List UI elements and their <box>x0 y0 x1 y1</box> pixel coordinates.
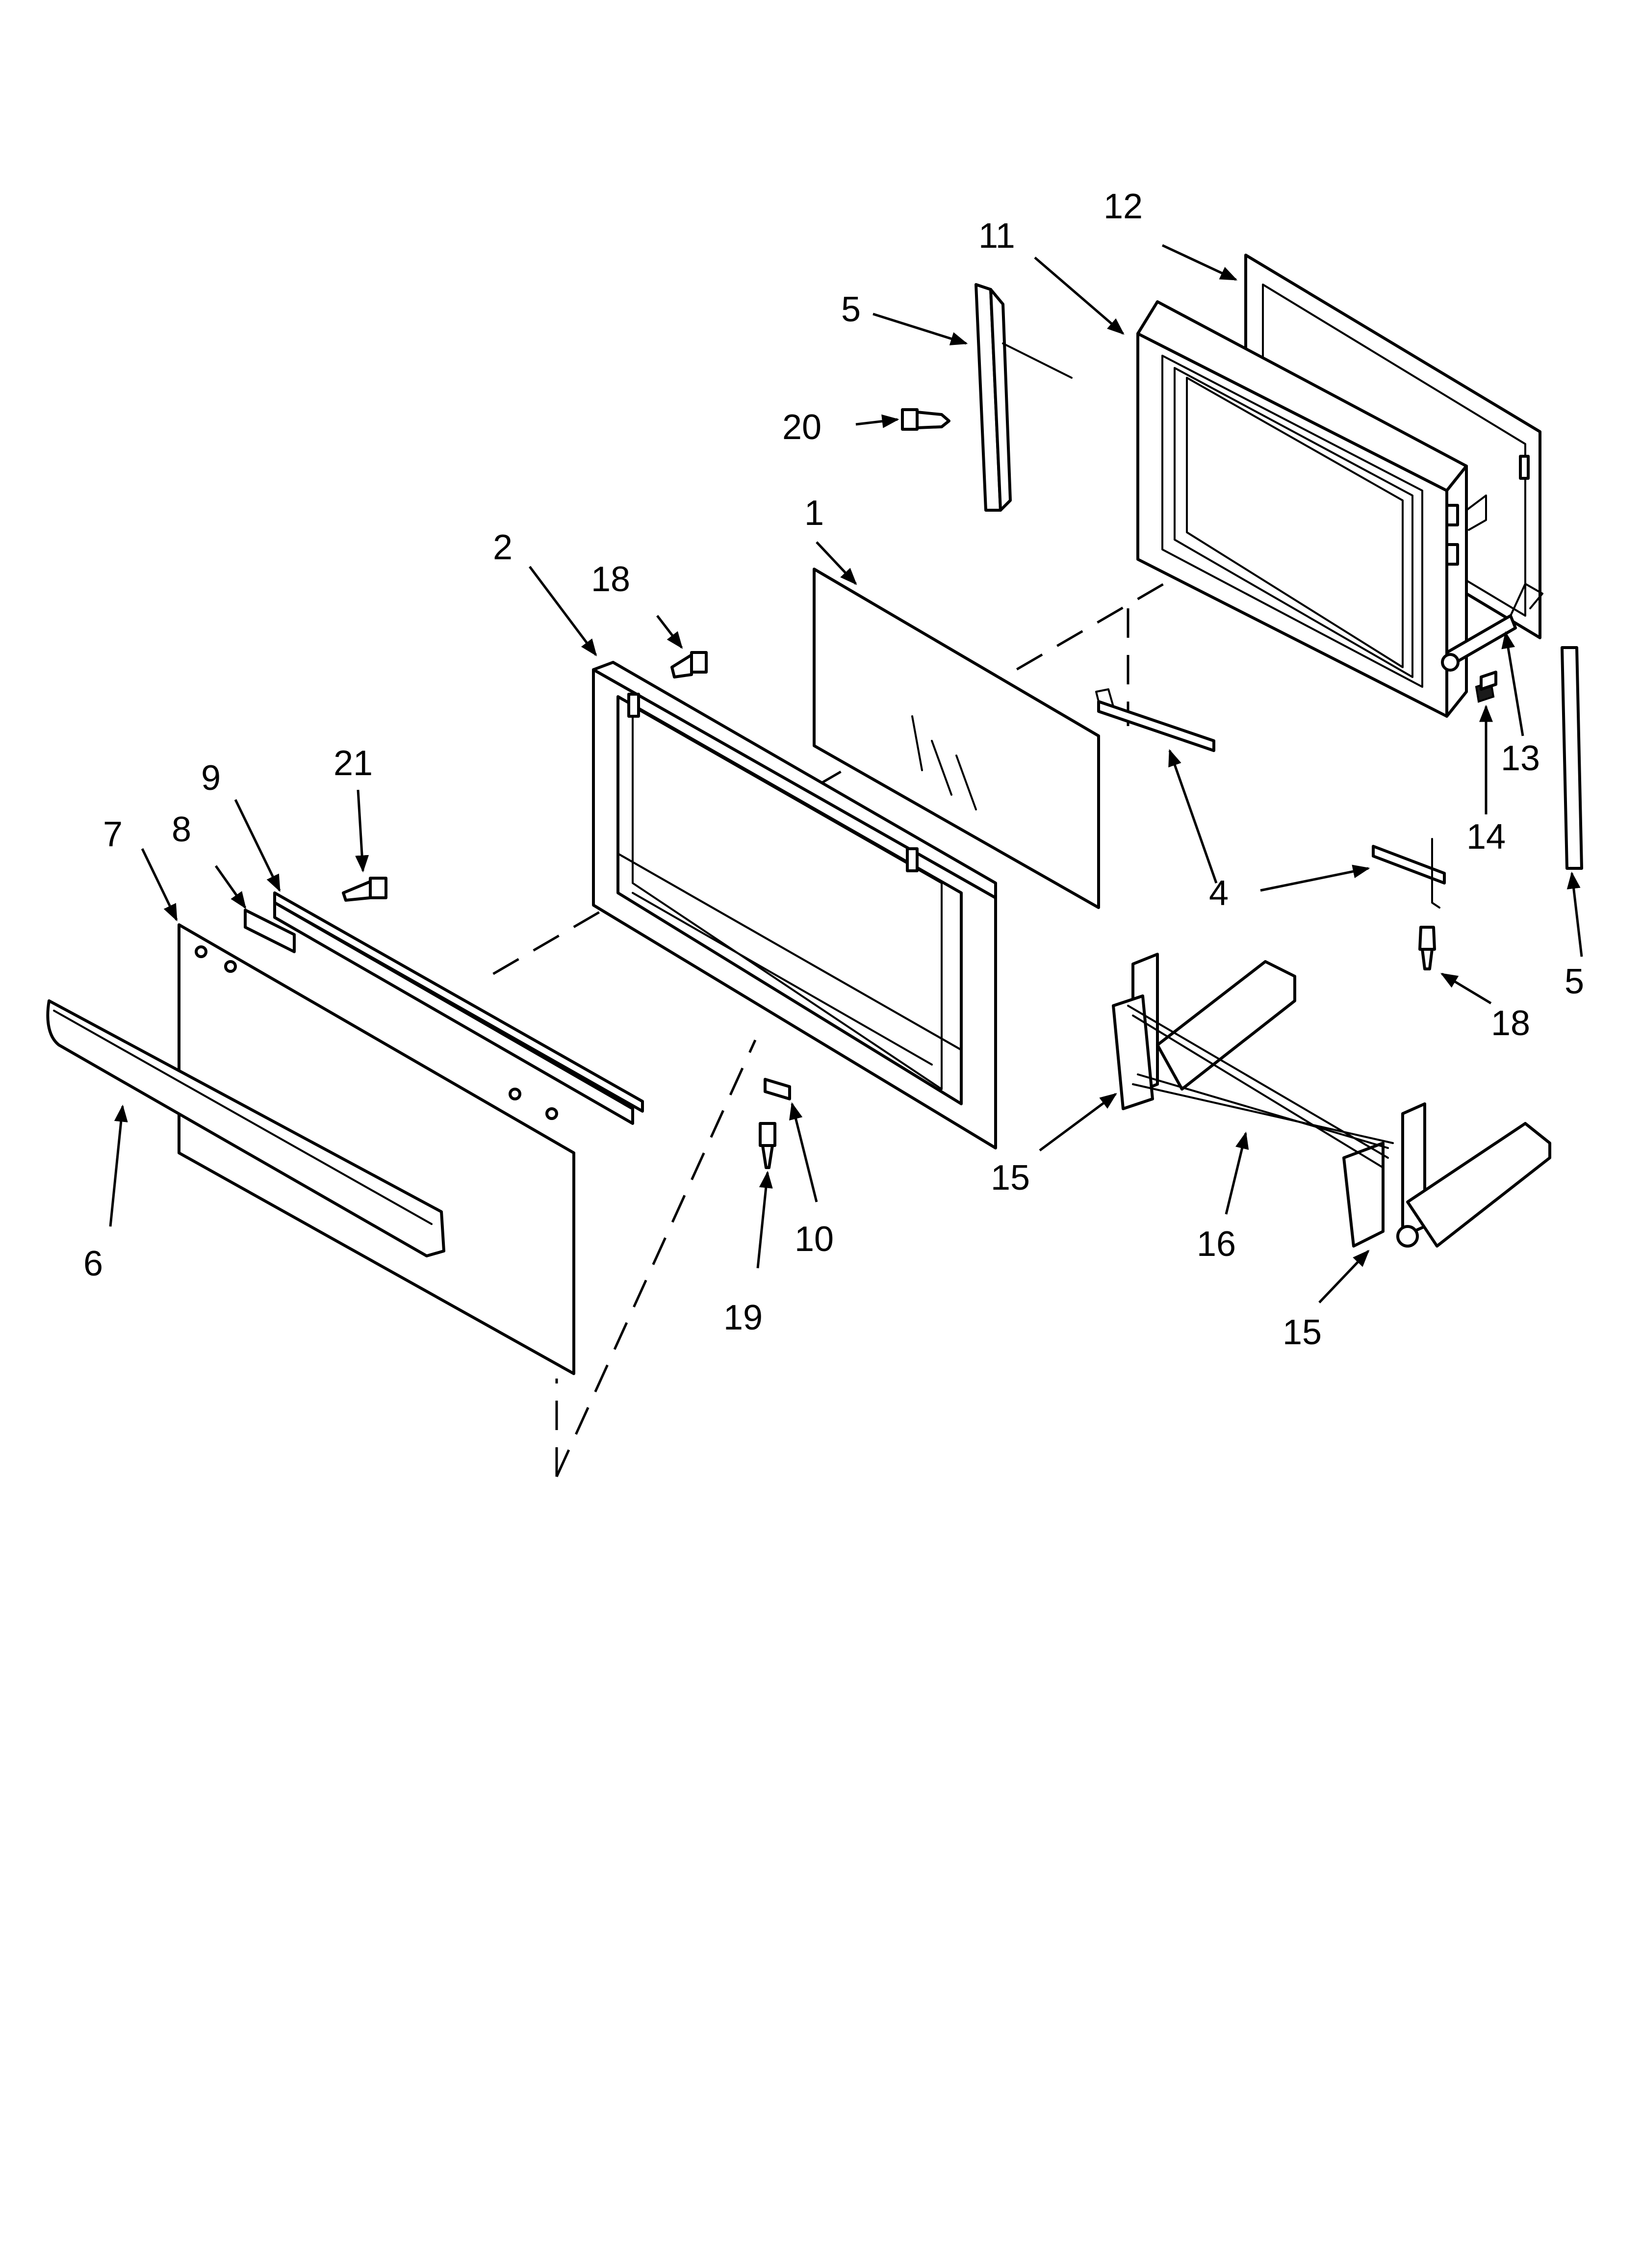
part-4-hinge-bracket-top <box>1095 688 1215 752</box>
callout-18-bottom: 18 <box>1491 1004 1530 1043</box>
part-15-hinge-right <box>1342 1102 1551 1248</box>
callout-19: 19 <box>723 1298 763 1337</box>
part-14-hinge-screw <box>1475 671 1497 703</box>
part-6-door-handle <box>46 999 445 1257</box>
part-5-side-trim-right <box>1561 646 1583 870</box>
callout-15-right: 15 <box>1283 1313 1322 1352</box>
callout-13: 13 <box>1501 739 1540 778</box>
callout-10: 10 <box>795 1220 834 1259</box>
callout-16: 16 <box>1197 1225 1236 1264</box>
part-20-screw <box>901 408 950 431</box>
leader-arrows <box>109 244 1583 1303</box>
callout-15-left: 15 <box>991 1158 1030 1198</box>
callout-5-top: 5 <box>841 290 861 329</box>
part-16-hinge-springs <box>1127 1005 1394 1169</box>
part-10-clip <box>764 1078 791 1100</box>
part-21-screw <box>342 877 387 902</box>
callout-1: 1 <box>804 494 824 533</box>
callout-11: 11 <box>978 216 1015 256</box>
part-18-screw-bottom <box>1418 926 1436 970</box>
callout-9: 9 <box>201 758 221 798</box>
part-19-screw <box>759 1122 776 1169</box>
callout-12: 12 <box>1103 187 1143 226</box>
part-1-door-glass <box>813 568 1100 909</box>
part-18-screw-top <box>670 651 708 678</box>
part-4-hinge-bracket-bottom <box>1372 838 1446 909</box>
part-13-hinge-arm <box>1441 583 1543 672</box>
callout-14: 14 <box>1466 817 1506 857</box>
callout-7: 7 <box>103 815 123 854</box>
callout-6: 6 <box>83 1244 103 1283</box>
callout-18-top: 18 <box>591 560 630 599</box>
part-5-side-trim-left <box>975 283 1073 512</box>
callout-2: 2 <box>493 528 513 567</box>
part-2-door-frame <box>592 661 997 1149</box>
callout-4: 4 <box>1209 874 1229 913</box>
callout-20: 20 <box>782 408 821 447</box>
callout-8: 8 <box>172 810 191 849</box>
callout-21: 21 <box>334 744 373 783</box>
part-8-small-bracket <box>244 909 296 953</box>
part-11-inner-door-frame <box>1136 300 1487 718</box>
part-9-handle-bracket <box>273 891 644 1125</box>
callout-5-right: 5 <box>1565 962 1584 1001</box>
callout-labels: 12 11 5 20 1 2 18 21 9 7 8 13 14 4 5 18 … <box>83 187 1584 1352</box>
